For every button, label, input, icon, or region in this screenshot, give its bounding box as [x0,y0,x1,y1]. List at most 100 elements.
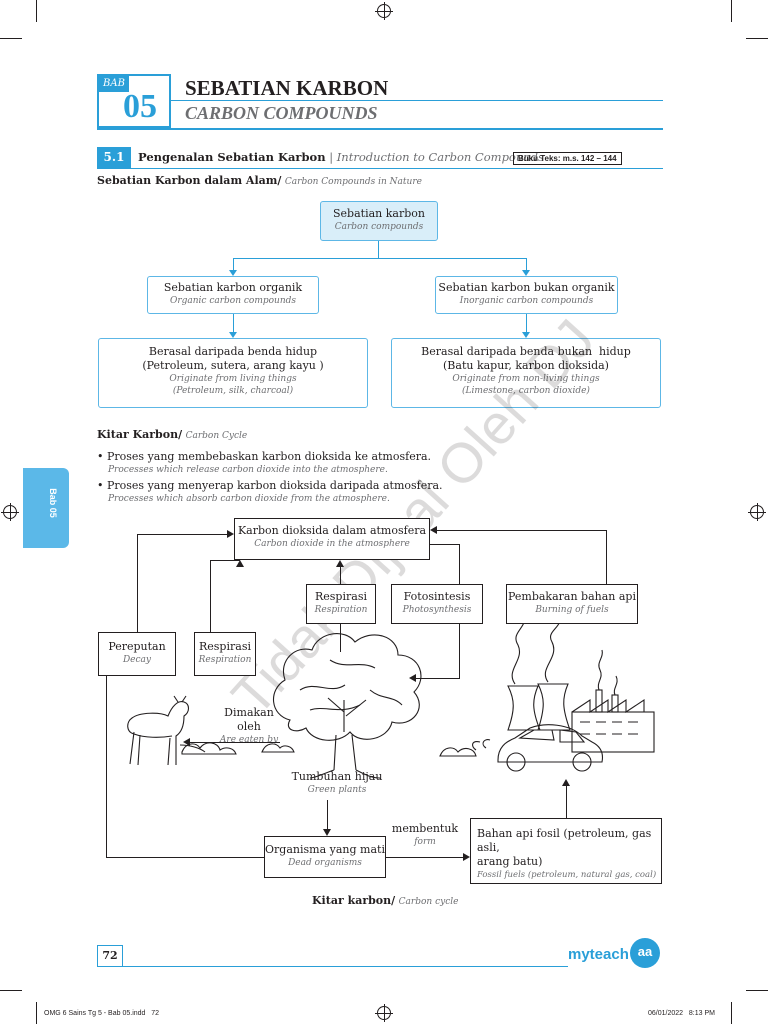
cycle-line [416,678,460,679]
green-plants-en: Green plants [307,785,367,795]
decay-ms: Pereputan [108,640,166,653]
node-inorganic-en: Inorganic carbon compounds [459,296,594,306]
atmosphere-ms: Karbon dioksida dalam atmosfera [237,524,427,537]
crop-mark [746,990,768,991]
crop-mark [36,1002,37,1024]
node-carbon-compounds-ms: Sebatian karbon [333,207,425,220]
node-combustion: Pembakaran bahan api Burning of fuels [506,584,638,624]
chapter-side-tab: Bab 05 [23,468,69,548]
slug-right: 06/01/2022 8:13 PM [648,1010,715,1017]
section-title-en: Introduction to Carbon Compounds [336,150,544,164]
chapter-bab-label: BAB [99,76,129,92]
nature-heading-en: Carbon Compounds in Nature [284,177,422,187]
crop-mark [0,38,22,39]
cycle-heading-en: Carbon Cycle [185,431,248,441]
organic-source-en2: (Petroleum, silk, charcoal) [172,386,294,396]
atmosphere-en: Carbon dioxide in the atmosphere [254,539,410,549]
bullet-1-en: Processes which release carbon dioxide i… [108,465,388,475]
cycle-line [327,800,328,829]
node-organic-source: Berasal daripada benda hidup (Petroleum,… [98,338,368,408]
arrow-up-icon [236,560,244,567]
cycle-line [386,857,463,858]
registration-mark-icon [1,503,19,521]
inorganic-source-en1: Originate from non-living things [452,374,600,384]
tree-connector [233,314,234,332]
arrow-right-icon [227,530,234,538]
cycle-line [210,560,211,632]
arrow-up-icon [336,560,344,567]
registration-mark-icon [375,1004,393,1022]
chapter-badge: BAB 05 [97,74,171,128]
arrow-up-icon [562,779,570,786]
organic-source-en1: Originate from living things [169,374,297,384]
section-rule [97,168,663,169]
section-title-ms: Pengenalan Sebatian Karbon [138,150,326,164]
chapter-rule [171,100,663,101]
node-organic: Sebatian karbon organik Organic carbon c… [147,276,319,314]
form-en: form [414,837,436,847]
nature-heading: Sebatian Karbon dalam Alam/ Carbon Compo… [97,174,422,187]
node-respiration-top: Respirasi Respiration [306,584,376,624]
slug-left: OMG 6 Sains Tg 5 - Bab 05.indd 72 [44,1010,160,1017]
combustion-ms: Pembakaran bahan api [507,590,636,603]
chapter-rule [97,128,663,130]
photosynthesis-en: Photosynthesis [402,605,472,615]
node-carbon-compounds: Sebatian karbon Carbon compounds [320,201,438,241]
label-eaten: Dimakan oleh Are eaten by [214,706,284,746]
tree-icon [272,633,422,779]
bush-icon [181,742,237,755]
nature-heading-ms: Sebatian Karbon dalam Alam/ [97,174,282,187]
cycle-heading-ms: Kitar Karbon/ [97,428,183,441]
bullet-dot: • [97,479,107,492]
crop-mark [0,990,22,991]
respiration-left-ms: Respirasi [199,640,251,653]
bullet-line: • Proses yang membebaskan karbon dioksid… [97,450,431,464]
cycle-line [106,857,264,858]
cycle-line [190,742,280,743]
tree-connector [526,258,527,270]
cycle-heading: Kitar Karbon/ Carbon Cycle [97,428,247,441]
cycle-line [106,676,107,858]
registration-mark-icon [375,2,393,20]
cycle-line [459,624,460,678]
fossil-ms2: arang batu) [477,855,543,868]
cycle-line [606,530,607,584]
arrow-left-icon [430,526,437,534]
node-inorganic-source: Berasal daripada benda bukan hidup (Batu… [391,338,661,408]
cycle-line [566,785,567,818]
caption-ms: Kitar karbon/ [312,894,396,907]
bush-icon [261,743,295,753]
arrow-left-icon [183,738,190,746]
bullet-dot: • [97,450,107,463]
crop-mark [731,1002,732,1024]
goat-icon [127,695,206,766]
registration-mark-icon [748,503,766,521]
tree-connector [526,314,527,332]
section-header: Pengenalan Sebatian Karbon | Introductio… [138,150,544,164]
crop-mark [36,0,37,22]
cycle-line [340,624,341,652]
section-separator: | [329,150,334,164]
bullet-2-en: Processes which absorb carbon dioxide fr… [108,494,390,504]
logo-text: myteach [568,946,629,963]
node-organic-ms: Sebatian karbon organik [163,281,303,294]
respiration-top-en: Respiration [314,605,368,615]
combustion-en: Burning of fuels [535,605,609,615]
figure-caption: Kitar karbon/ Carbon cycle [312,894,458,907]
cycle-bullet-1: • Proses yang membebaskan karbon dioksid… [97,450,431,476]
fossil-en: Fossil fuels (petroleum, natural gas, co… [477,870,657,880]
cycle-line [210,560,240,561]
car-icon [471,724,604,772]
label-form: membentuk form [390,822,460,848]
bush-icon [439,747,477,757]
page-number: 72 [97,945,123,967]
arrow-down-icon [229,270,237,276]
footer-rule [123,966,568,967]
tree-connector [233,258,234,270]
textbook-ref-badge: Buku Teks: m.s. 142 – 144 [513,152,622,165]
bullet-1-ms: Proses yang membebaskan karbon dioksida … [107,450,432,463]
bullet-2-ms: Proses yang menyerap karbon dioksida dar… [107,479,443,492]
respiration-left-en: Respiration [198,655,252,665]
respiration-top-ms: Respirasi [315,590,367,603]
